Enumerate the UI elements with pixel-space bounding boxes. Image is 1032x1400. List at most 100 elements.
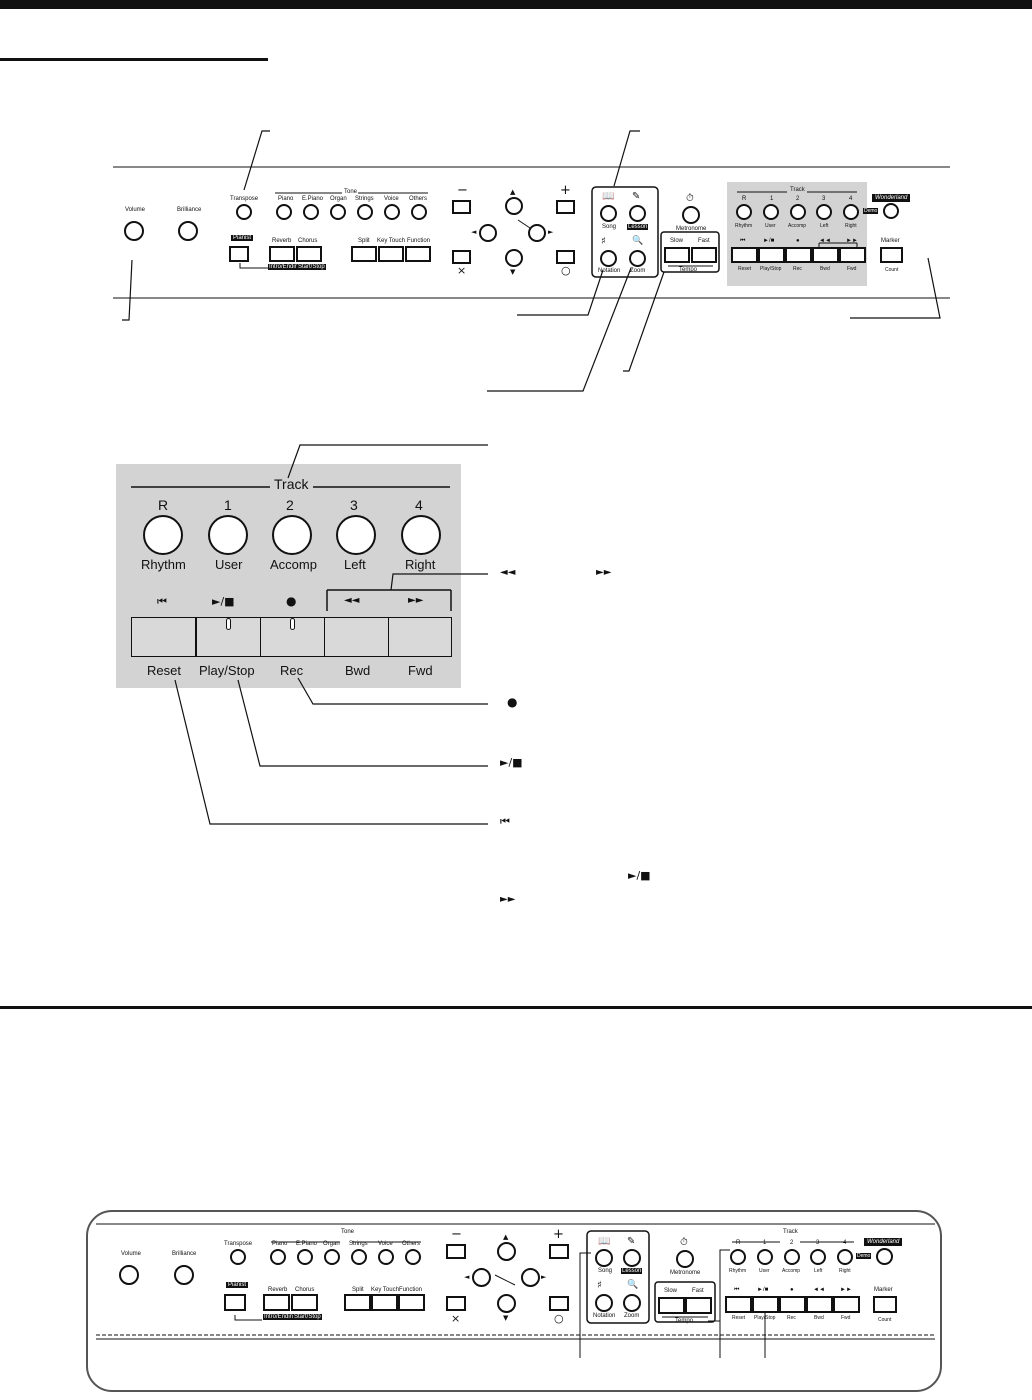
b-split-button[interactable]: [344, 1294, 371, 1311]
b-lesson-button[interactable]: [623, 1249, 641, 1267]
dpad-left-button[interactable]: [479, 224, 497, 242]
track-2-button-small[interactable]: [790, 204, 806, 220]
b-track-1-button[interactable]: [757, 1249, 773, 1265]
b-bwd-button[interactable]: [806, 1296, 833, 1313]
split-button[interactable]: [351, 246, 377, 262]
slow-button[interactable]: [664, 247, 690, 263]
b-notation-button[interactable]: [595, 1294, 613, 1312]
rec-button-small[interactable]: [785, 247, 812, 263]
b-track-r-button[interactable]: [730, 1249, 746, 1265]
tone-others-button[interactable]: [411, 204, 427, 220]
b-tone-piano-button[interactable]: [270, 1249, 286, 1265]
b-dpad-left-button[interactable]: [472, 1268, 491, 1287]
track-4-button[interactable]: [401, 515, 441, 555]
b-marker-button[interactable]: [873, 1296, 897, 1313]
minus-button[interactable]: [452, 200, 471, 214]
b-track-3-button[interactable]: [810, 1249, 826, 1265]
track-2-button[interactable]: [272, 515, 312, 555]
dpad-up-button[interactable]: [505, 197, 523, 215]
track-r-button-small[interactable]: [736, 204, 752, 220]
fwd-button-small[interactable]: [839, 247, 866, 263]
b-circle-button[interactable]: [549, 1296, 569, 1311]
b-dpad-right-button[interactable]: [521, 1268, 540, 1287]
b-tone-epiano-button[interactable]: [297, 1249, 313, 1265]
track-4-button-small[interactable]: [843, 204, 859, 220]
tone-voice-button[interactable]: [384, 204, 400, 220]
demo-button[interactable]: [883, 203, 899, 219]
b-tone-strings-button[interactable]: [351, 1249, 367, 1265]
b-dpad-down-button[interactable]: [497, 1294, 516, 1313]
reset-button-small[interactable]: [731, 247, 758, 263]
b-tone-organ-button[interactable]: [324, 1249, 340, 1265]
b-plus-button[interactable]: [549, 1244, 569, 1259]
b-tone-voice-button[interactable]: [378, 1249, 394, 1265]
key-touch-button[interactable]: [378, 246, 404, 262]
reverb-button[interactable]: [269, 246, 295, 262]
b-demo-button[interactable]: [876, 1248, 893, 1265]
b-dpad-up-button[interactable]: [497, 1242, 516, 1261]
metronome-button[interactable]: [682, 206, 700, 224]
minus-symbol: −: [457, 183, 468, 198]
b-volume-knob[interactable]: [119, 1265, 139, 1285]
reset-button[interactable]: [131, 617, 196, 657]
play-stop-button-small[interactable]: [758, 247, 785, 263]
b-track-4-button[interactable]: [837, 1249, 853, 1265]
track-3-button[interactable]: [336, 515, 376, 555]
b-minus-symbol: −: [451, 1227, 462, 1242]
b-plus-symbol: +: [553, 1227, 564, 1242]
b-reset-button[interactable]: [725, 1296, 752, 1313]
b-pianist-button[interactable]: [224, 1294, 246, 1311]
b-split-label: Split: [352, 1287, 364, 1293]
bwd-button[interactable]: [324, 617, 389, 657]
track-r-button[interactable]: [143, 515, 183, 555]
chorus-button[interactable]: [296, 246, 322, 262]
b-minus-button[interactable]: [446, 1244, 466, 1259]
dpad-left-arrow-icon: ◄: [471, 228, 477, 236]
dpad-down-button[interactable]: [505, 249, 523, 267]
track-3-button-small[interactable]: [816, 204, 832, 220]
brilliance-knob[interactable]: [178, 221, 198, 241]
b-slow-button[interactable]: [658, 1297, 685, 1314]
b-play-stop-button[interactable]: [752, 1296, 779, 1313]
notation-button[interactable]: [600, 250, 617, 267]
tone-strings-button[interactable]: [357, 204, 373, 220]
b-function-button[interactable]: [398, 1294, 425, 1311]
fwd-button[interactable]: [388, 617, 452, 657]
b-key-touch-button[interactable]: [371, 1294, 398, 1311]
tone-label-strings: Strings: [355, 196, 374, 202]
fast-label: Fast: [698, 238, 710, 244]
tone-organ-button[interactable]: [330, 204, 346, 220]
b-fwd-button[interactable]: [833, 1296, 860, 1313]
track-1-button[interactable]: [208, 515, 248, 555]
tone-piano-button[interactable]: [276, 204, 292, 220]
b-cross-button[interactable]: [446, 1296, 466, 1311]
function-button[interactable]: [405, 246, 431, 262]
b-song-button[interactable]: [595, 1249, 613, 1267]
zoom-button[interactable]: [629, 250, 646, 267]
tone-epiano-button[interactable]: [303, 204, 319, 220]
lesson-button[interactable]: [629, 205, 646, 222]
b-metronome-button[interactable]: [676, 1250, 694, 1268]
marker-button[interactable]: [880, 247, 903, 263]
volume-knob[interactable]: [124, 221, 144, 241]
bwd-button-small[interactable]: [812, 247, 839, 263]
transpose-button[interactable]: [236, 204, 252, 220]
cross-button[interactable]: [452, 250, 471, 264]
b-track-2-button[interactable]: [784, 1249, 800, 1265]
b-reverb-button[interactable]: [263, 1294, 290, 1311]
fast-button[interactable]: [691, 247, 717, 263]
notation-label: Notation: [598, 268, 621, 274]
b-zoom-button[interactable]: [623, 1294, 641, 1312]
b-rec-button[interactable]: [779, 1296, 806, 1313]
track-1-button-small[interactable]: [763, 204, 779, 220]
dpad-right-button[interactable]: [528, 224, 546, 242]
b-chorus-button[interactable]: [291, 1294, 318, 1311]
b-brilliance-knob[interactable]: [174, 1265, 194, 1285]
song-button[interactable]: [600, 205, 617, 222]
b-transpose-button[interactable]: [230, 1249, 246, 1265]
circle-button[interactable]: [556, 250, 575, 264]
b-fast-button[interactable]: [685, 1297, 712, 1314]
plus-button[interactable]: [556, 200, 575, 214]
b-tone-others-button[interactable]: [405, 1249, 421, 1265]
pianist-button[interactable]: [229, 246, 249, 262]
